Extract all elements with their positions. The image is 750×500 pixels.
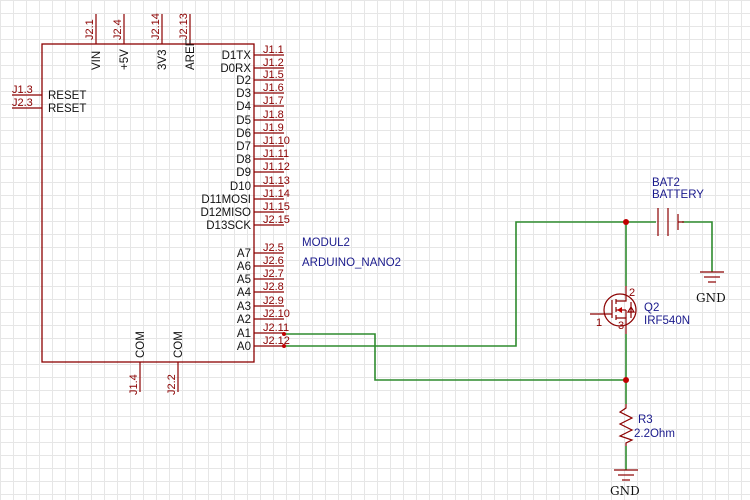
module-pin-number-right: J1.5 (263, 69, 284, 81)
module-pin-number-bottom: J2.2 (166, 374, 178, 395)
module-pin-name-right: D6 (236, 128, 251, 140)
module-pin-number-right: J2.12 (263, 335, 290, 347)
module-pin-name-top: 3V3 (157, 50, 169, 70)
mosfet-pin1-label: 1 (596, 317, 602, 329)
module-pin-number-right: J1.13 (263, 175, 290, 187)
module-designator: MODUL2 (302, 237, 350, 249)
module-pin-number-bottom: J1.4 (128, 374, 140, 395)
wire-a0-to-drain[interactable] (283, 221, 626, 347)
module-pin-number-right: J1.2 (263, 57, 284, 69)
module-pin-number-right: J1.8 (263, 109, 284, 121)
module-pin-name-right: A2 (237, 314, 251, 326)
junction-dot-battery (623, 219, 629, 225)
module-pin-name-right: D9 (236, 167, 251, 179)
wire-a1-to-gate[interactable] (283, 333, 626, 381)
module-body[interactable] (41, 43, 255, 363)
module-pin-name-right: D10 (230, 181, 251, 193)
module-pin-number-right: J1.9 (263, 122, 284, 134)
battery-symbol[interactable] (657, 208, 684, 236)
module-pin-name-right: D5 (236, 115, 251, 127)
module-pin-number-right: J2.15 (263, 214, 290, 226)
mosfet-diode-icon (626, 305, 636, 313)
module-pin-number-right: J1.15 (263, 201, 290, 213)
mosfet-pin3-label: 3 (618, 320, 624, 332)
module-pin-name-right: D8 (236, 154, 251, 166)
wires (283, 221, 713, 470)
module-value: ARDUINO_NANO2 (302, 257, 401, 269)
module-pin-name-right: A1 (237, 328, 251, 340)
ground-label-battery: GND (696, 291, 726, 305)
module-pin-name-right: D1TX (222, 50, 252, 62)
module-pin-name-right: D4 (236, 101, 251, 113)
resistor-value: 2.2Ohm (634, 428, 675, 440)
resistor-zigzag (618, 404, 634, 446)
module-pin-name-right: D7 (236, 141, 251, 153)
module-pin-number-right: J1.1 (263, 44, 284, 56)
module-pin-number-top: J2.4 (112, 19, 124, 40)
module-pin-name-left: RESET (48, 103, 86, 115)
module-pin-name-right: D3 (236, 88, 251, 100)
mosfet-pin2-label: 2 (629, 287, 635, 299)
module-pin-name-right: A3 (237, 301, 251, 313)
module-pin-name-right: D2 (236, 75, 251, 87)
module-pin-number-right: J1.6 (263, 82, 284, 94)
battery-designator: BAT2 (652, 177, 680, 189)
module-pin-name-right: A4 (237, 287, 252, 299)
module-pin-name-right: D13SCK (206, 220, 251, 232)
junction-dot-resistor (623, 377, 629, 383)
module-pin-name-top: AREF (185, 39, 197, 70)
resistor-designator: R3 (638, 414, 653, 426)
module-pin-number-right: J1.14 (263, 188, 290, 200)
module-pin-name-bottom: COM (173, 331, 185, 358)
battery-value: BATTERY (652, 189, 704, 201)
module-pin-name-left: RESET (48, 90, 86, 102)
module-pin-name-right: A7 (237, 248, 251, 260)
ground-symbol-resistor[interactable] (614, 469, 638, 481)
wire-battery-to-gnd[interactable] (682, 221, 713, 272)
module-pin-number-right: J1.11 (263, 148, 289, 160)
module-pin-number-right: J2.6 (263, 255, 284, 267)
mosfet-outline (603, 293, 637, 327)
mosfet-symbol[interactable] (590, 286, 637, 334)
mosfet-designator: Q2 (644, 302, 659, 314)
module-pin-number-right: J2.5 (263, 242, 284, 254)
module-pin-name-bottom: COM (135, 331, 147, 358)
module-pin-name-right: A6 (237, 261, 251, 273)
ground-symbol-battery[interactable] (700, 271, 724, 283)
mosfet-arrow-icon (617, 307, 622, 313)
ground-label-resistor: GND (610, 484, 640, 498)
module-pin-number-right: J1.7 (263, 95, 284, 107)
resistor-symbol[interactable] (618, 404, 634, 446)
module-pin-number-right: J1.12 (263, 161, 290, 173)
module-pin-number-left: J1.3 (12, 84, 33, 96)
module-pin-number-right: J2.10 (263, 308, 290, 320)
module-pin-number-right: J2.11 (263, 322, 289, 334)
mosfet-value: IRF540N (644, 315, 690, 327)
module-pin-number-top: J2.14 (150, 13, 162, 40)
module-pin-number-top: J2.1 (84, 19, 96, 40)
module-pin-name-top: +5V (119, 49, 131, 70)
module-pin-number-top: J2.13 (178, 13, 190, 40)
module-pin-number-left: J2.3 (12, 97, 33, 109)
mosfet-drain-lead (616, 286, 627, 302)
module-pin-name-right: D12MISO (201, 207, 252, 219)
module-pin-number-right: J1.10 (263, 135, 290, 147)
module-pin-name-right: A0 (237, 341, 251, 353)
pin-dot-a1 (282, 332, 286, 336)
module-pin-number-right: J2.8 (263, 281, 284, 293)
module-pin-number-right: J2.7 (263, 268, 284, 280)
module-pin-number-right: J2.9 (263, 295, 284, 307)
module-pin-name-right: D0RX (220, 63, 251, 75)
module-pin-name-right: D11MOSI (201, 194, 251, 206)
module-pin-name-right: A5 (237, 274, 251, 286)
pin-dot-a0 (282, 344, 286, 348)
module-pin-name-top: VIN (91, 51, 103, 70)
